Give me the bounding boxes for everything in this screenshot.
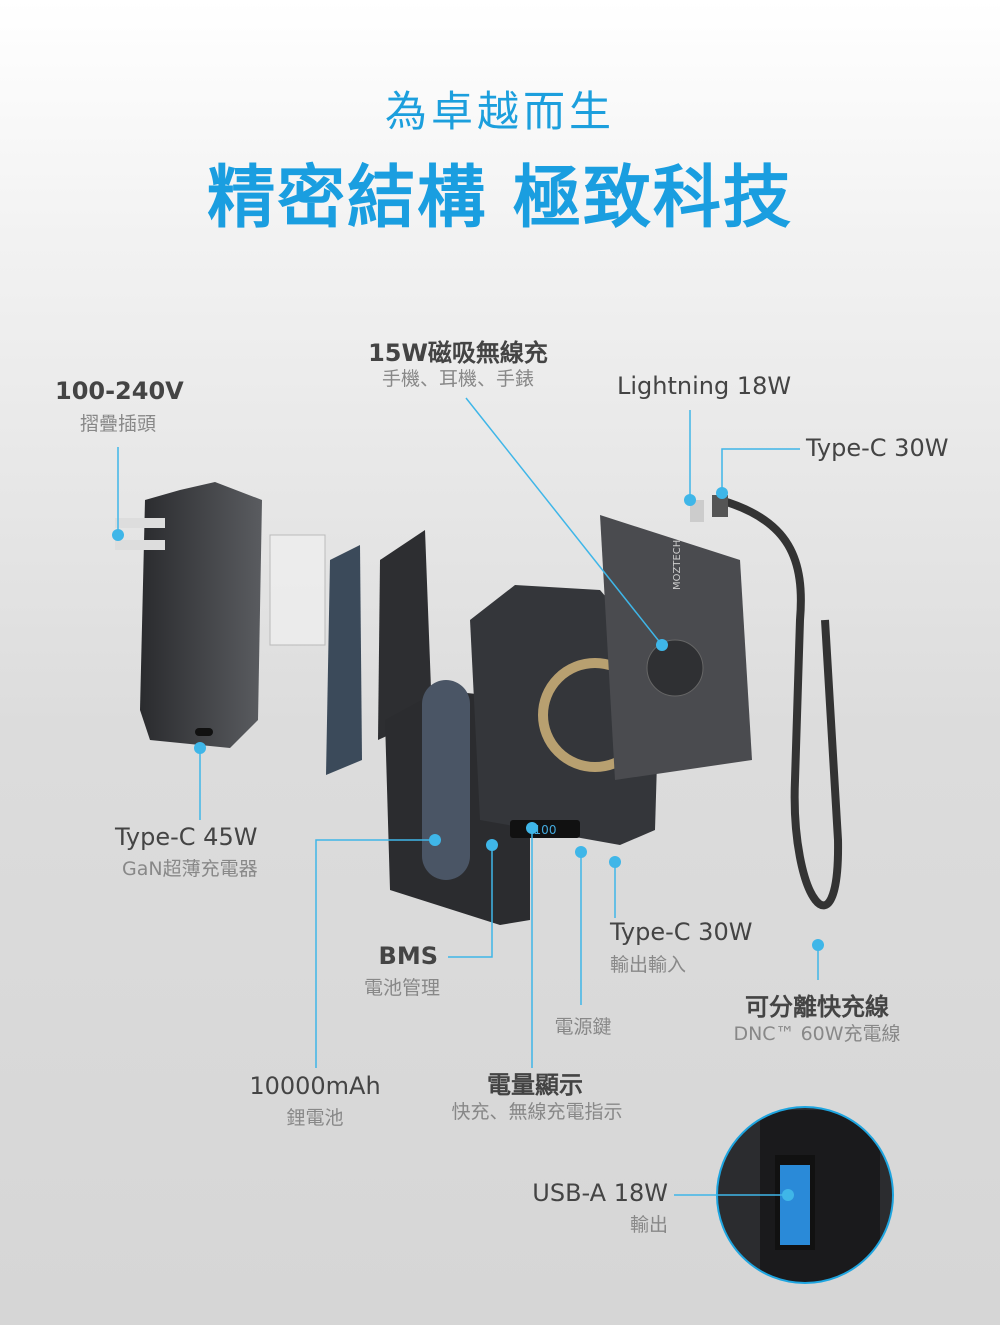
usba-label: USB-A 18W <box>532 1179 668 1207</box>
display-label: 電量顯示 <box>487 1071 583 1099</box>
battery-cell <box>422 680 470 880</box>
usb-a-closeup <box>716 1106 894 1284</box>
typec-cable-label: Type-C 30W <box>806 434 949 462</box>
typec-port-label: Type-C 30W <box>610 918 753 946</box>
gan-charger <box>115 482 262 748</box>
battery-sub: 鋰電池 <box>286 1107 344 1129</box>
battery-label: 10000mAh <box>249 1072 381 1100</box>
bms-label: BMS <box>378 942 438 970</box>
wireless-sub: 手機、耳機、手錶 <box>381 368 535 390</box>
wireless-label: 15W磁吸無線充 <box>368 339 548 367</box>
brand-logo: MOZTECH <box>672 540 683 590</box>
transparent-frame <box>269 534 326 646</box>
display-sub: 快充、無線充電指示 <box>451 1101 623 1123</box>
charger-label: Type-C 45W <box>115 823 258 851</box>
cable-label: 可分離快充線 <box>745 993 889 1021</box>
bms-sub: 電池管理 <box>363 977 440 999</box>
leader-dots <box>112 487 824 1201</box>
usba-sub: 輸出 <box>629 1214 668 1236</box>
plug-sub: 摺疊插頭 <box>79 413 157 435</box>
charging-cable <box>718 496 843 910</box>
cable-sub: DNC™ 60W充電線 <box>733 1023 901 1045</box>
circuit-board <box>326 545 362 775</box>
cover-panel <box>378 530 432 740</box>
power-sub: 電源鍵 <box>554 1016 612 1038</box>
plug-label: 100-240V <box>55 377 184 405</box>
charger-sub: GaN超薄充電器 <box>122 858 258 880</box>
typec-port-sub: 輸出輸入 <box>610 954 687 976</box>
lightning-label: Lightning 18W <box>617 372 792 400</box>
header-kicker: 為卓越而生 <box>384 87 615 136</box>
display-reading: 100 <box>534 823 557 837</box>
header-title: 精密結構 極致科技 <box>207 159 793 238</box>
